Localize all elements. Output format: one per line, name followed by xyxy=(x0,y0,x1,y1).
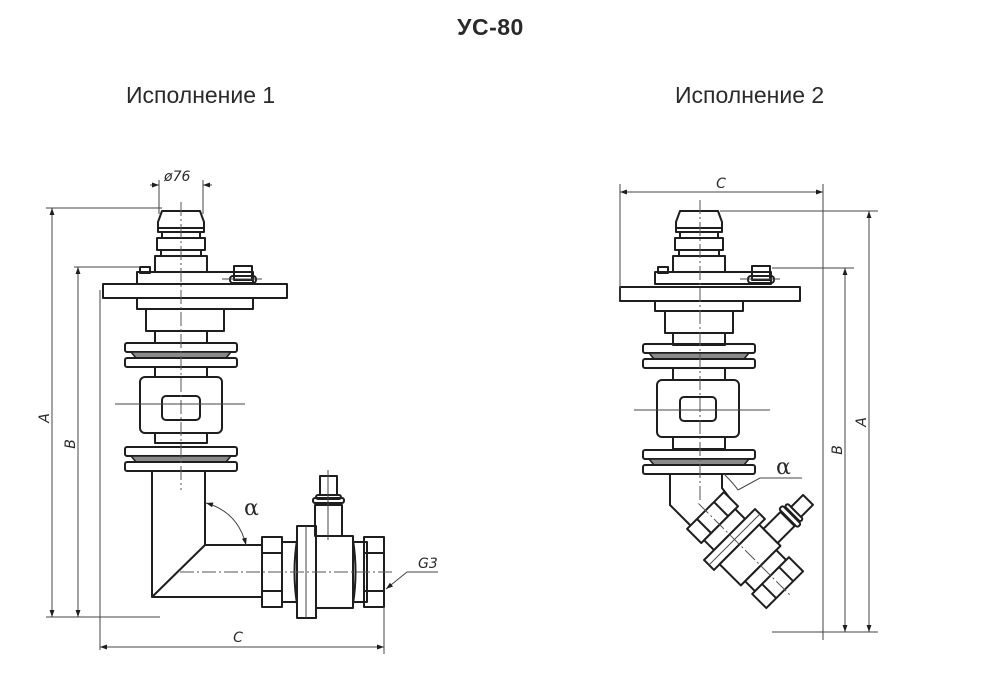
dim-b-label: B xyxy=(830,445,846,455)
variant-2-heading: Исполнение 2 xyxy=(675,82,825,108)
variant-2-angle: α xyxy=(723,455,802,491)
variant-2-meter-body xyxy=(656,379,740,438)
dim-diameter-label: ø76 xyxy=(163,169,190,185)
angle-label: α xyxy=(776,455,791,480)
variant-2-lower-coupling xyxy=(642,436,756,475)
dim-c-label: C xyxy=(716,176,726,192)
variant-2-nozzle xyxy=(672,210,726,273)
dim-c-label: C xyxy=(233,630,243,646)
variant-1-thread: G3 xyxy=(385,556,438,590)
variant-1-dim-c: C xyxy=(100,607,385,654)
dim-a-label: A xyxy=(854,417,870,428)
variant-2-upper-coupling xyxy=(642,332,756,381)
variant-1-dim-b: B xyxy=(63,266,140,650)
variant-1-valve xyxy=(261,470,385,619)
variant-1-flange xyxy=(102,265,288,332)
variant-1-dim-a: A xyxy=(37,207,162,618)
variant-2-flange xyxy=(619,265,801,334)
variant-1-heading: Исполнение 1 xyxy=(126,82,276,108)
variant-1-elbow xyxy=(151,471,262,598)
dim-b-label: B xyxy=(63,439,79,449)
variant-1-drawing: ø76 A B C α G3 xyxy=(37,169,438,654)
thread-label: G3 xyxy=(418,556,438,572)
variant-2-dim-a: A xyxy=(720,210,878,633)
variant-2-dim-b: B xyxy=(772,267,854,632)
variant-1-angle: α xyxy=(205,496,259,546)
drawing-title: УС-80 xyxy=(457,14,524,40)
variant-2-drawing: C A B α xyxy=(619,176,878,640)
dim-a-label: A xyxy=(37,413,53,424)
variant-2-dim-c: C xyxy=(619,176,824,640)
variant-2-valve xyxy=(669,474,814,610)
angle-label: α xyxy=(244,496,259,521)
